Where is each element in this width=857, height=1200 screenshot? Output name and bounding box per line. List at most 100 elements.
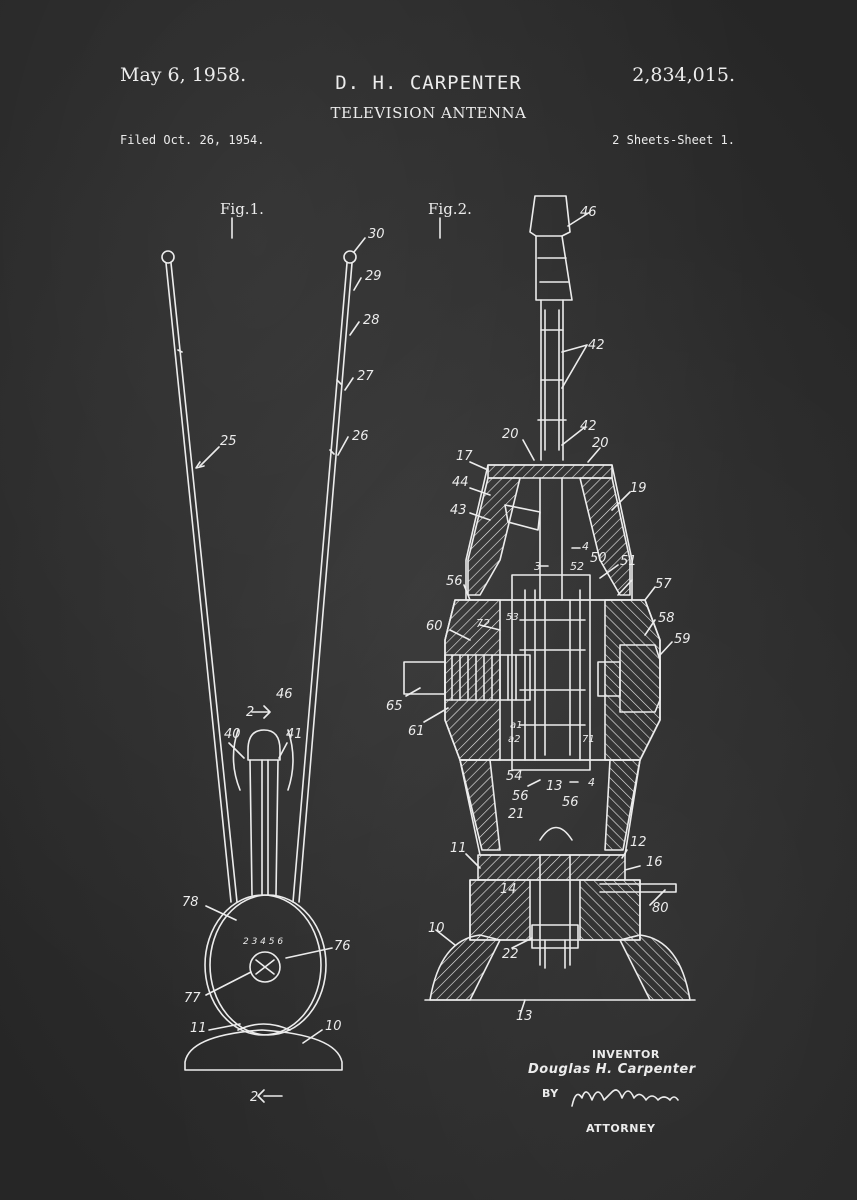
lower-wall-right xyxy=(604,759,641,851)
ref-80: 80 xyxy=(652,901,669,916)
ref-52: 52 xyxy=(570,560,584,573)
left-rod-tip xyxy=(161,250,175,264)
foot-left xyxy=(429,934,501,1001)
ref-61: 61 xyxy=(408,724,425,739)
inventor-label: INVENTOR xyxy=(592,1048,660,1061)
patent-date: May 6, 1958. xyxy=(120,64,247,86)
ref-4-bottom: 4 xyxy=(588,776,595,789)
ref-12: 12 xyxy=(630,835,647,850)
ref-a2: a2 xyxy=(508,734,521,745)
shaft-joints xyxy=(537,329,567,421)
ref-46-fig2: 46 xyxy=(580,205,597,220)
patent-title: TELEVISION ANTENNA xyxy=(330,104,527,122)
fig2-label: Fig.2. xyxy=(428,200,472,218)
ref-54: 54 xyxy=(506,769,523,784)
ref-78: 78 xyxy=(182,895,199,910)
fig1-leaders-top xyxy=(199,237,366,467)
base-block-left xyxy=(469,879,531,941)
ref-30: 30 xyxy=(368,227,385,242)
attorney-signature-scribble xyxy=(571,1089,679,1107)
rod-joint-marks xyxy=(177,349,342,455)
dome-nut xyxy=(539,826,573,841)
inventor-header: D. H. CARPENTER xyxy=(335,72,522,94)
bearing-59 xyxy=(619,644,661,713)
base-plate-12 xyxy=(477,854,626,881)
ref-a1: a1 xyxy=(510,720,523,731)
ref-13-bottom: 13 xyxy=(516,1009,533,1024)
ref-42-lower: 42 xyxy=(580,419,597,434)
ref-11: 11 xyxy=(190,1021,207,1036)
inventor-signature-name: Douglas H. Carpenter xyxy=(528,1062,696,1077)
dial-numbers: 2 3 4 5 6 xyxy=(243,937,283,947)
ref-10: 10 xyxy=(325,1019,342,1034)
ref-27: 27 xyxy=(357,369,374,384)
ref-11-fig2: 11 xyxy=(450,841,467,856)
upper-wall-left xyxy=(467,477,521,596)
section-4-ticks xyxy=(539,547,581,783)
sheet-count: 2 Sheets-Sheet 1. xyxy=(612,133,735,147)
detent-43 xyxy=(504,504,541,531)
figure-2: Fig.2. xyxy=(386,195,696,1024)
ref-20-left: 20 xyxy=(502,427,519,442)
bearing-inner xyxy=(597,661,621,697)
ref-77: 77 xyxy=(184,991,201,1006)
ref-22: 22 xyxy=(502,947,519,962)
ref-53: 53 xyxy=(506,612,519,623)
ref-71: 71 xyxy=(582,734,595,745)
figure-1: Fig.1. 30 29 28 27 26 xyxy=(161,200,385,1105)
ref-60: 60 xyxy=(426,619,443,634)
right-rod-tip xyxy=(343,250,357,264)
ref-76: 76 xyxy=(334,939,351,954)
ref-57: 57 xyxy=(655,577,672,592)
ref-44: 44 xyxy=(452,475,469,490)
mount-stems xyxy=(249,759,279,896)
dial-knob-marks xyxy=(255,959,275,975)
ref-65: 65 xyxy=(386,699,403,714)
ref-10-fig2: 10 xyxy=(428,921,445,936)
mechanism-rows xyxy=(519,619,586,726)
by-label: BY xyxy=(542,1087,559,1100)
ref-21: 21 xyxy=(508,807,525,822)
fig1-leaders-bottom xyxy=(205,742,333,1044)
rod-mount-cap xyxy=(247,729,281,761)
center-bolt xyxy=(539,854,571,969)
lever-80 xyxy=(599,883,677,893)
ref-56-bottom: 56 xyxy=(562,795,579,810)
ref-20-right: 20 xyxy=(592,436,609,451)
arrow-25 xyxy=(195,461,205,469)
ref-72: 72 xyxy=(476,617,490,630)
ref-42-upper: 42 xyxy=(588,338,605,353)
ref-2-bottom: 2 xyxy=(250,1090,258,1105)
upper-wall-right xyxy=(579,477,631,596)
pedestal-neck xyxy=(237,1023,291,1031)
ref-51: 51 xyxy=(620,554,637,569)
ref-28: 28 xyxy=(363,313,380,328)
ref-17: 17 xyxy=(456,449,473,464)
ref-26: 26 xyxy=(352,429,369,444)
thread-lines xyxy=(451,654,517,701)
inner-mechanism xyxy=(511,574,591,771)
ref-46: 46 xyxy=(276,687,293,702)
cap-lines xyxy=(535,235,569,283)
tuning-dial xyxy=(249,951,281,983)
ref-13-upper: 13 xyxy=(546,779,563,794)
lower-wall-left xyxy=(459,759,501,851)
ref-43: 43 xyxy=(450,503,467,518)
patent-number: 2,834,015. xyxy=(632,64,735,86)
section-arrow-bottom xyxy=(257,1089,283,1103)
ref-29: 29 xyxy=(365,269,382,284)
ref-16: 16 xyxy=(646,855,663,870)
inner-shaft xyxy=(539,477,563,601)
pedestal-base xyxy=(184,1029,343,1071)
ref-59: 59 xyxy=(674,632,691,647)
fig1-label: Fig.1. xyxy=(220,200,264,218)
fig2-leaders xyxy=(405,211,673,1016)
knob-65 xyxy=(403,661,446,695)
foot-right xyxy=(619,934,691,1001)
ref-2-top: 2 xyxy=(246,705,254,720)
ref-14: 14 xyxy=(500,882,517,897)
nut-22 xyxy=(531,924,579,949)
right-telescoping-rod xyxy=(292,262,353,903)
ref-58: 58 xyxy=(658,611,675,626)
